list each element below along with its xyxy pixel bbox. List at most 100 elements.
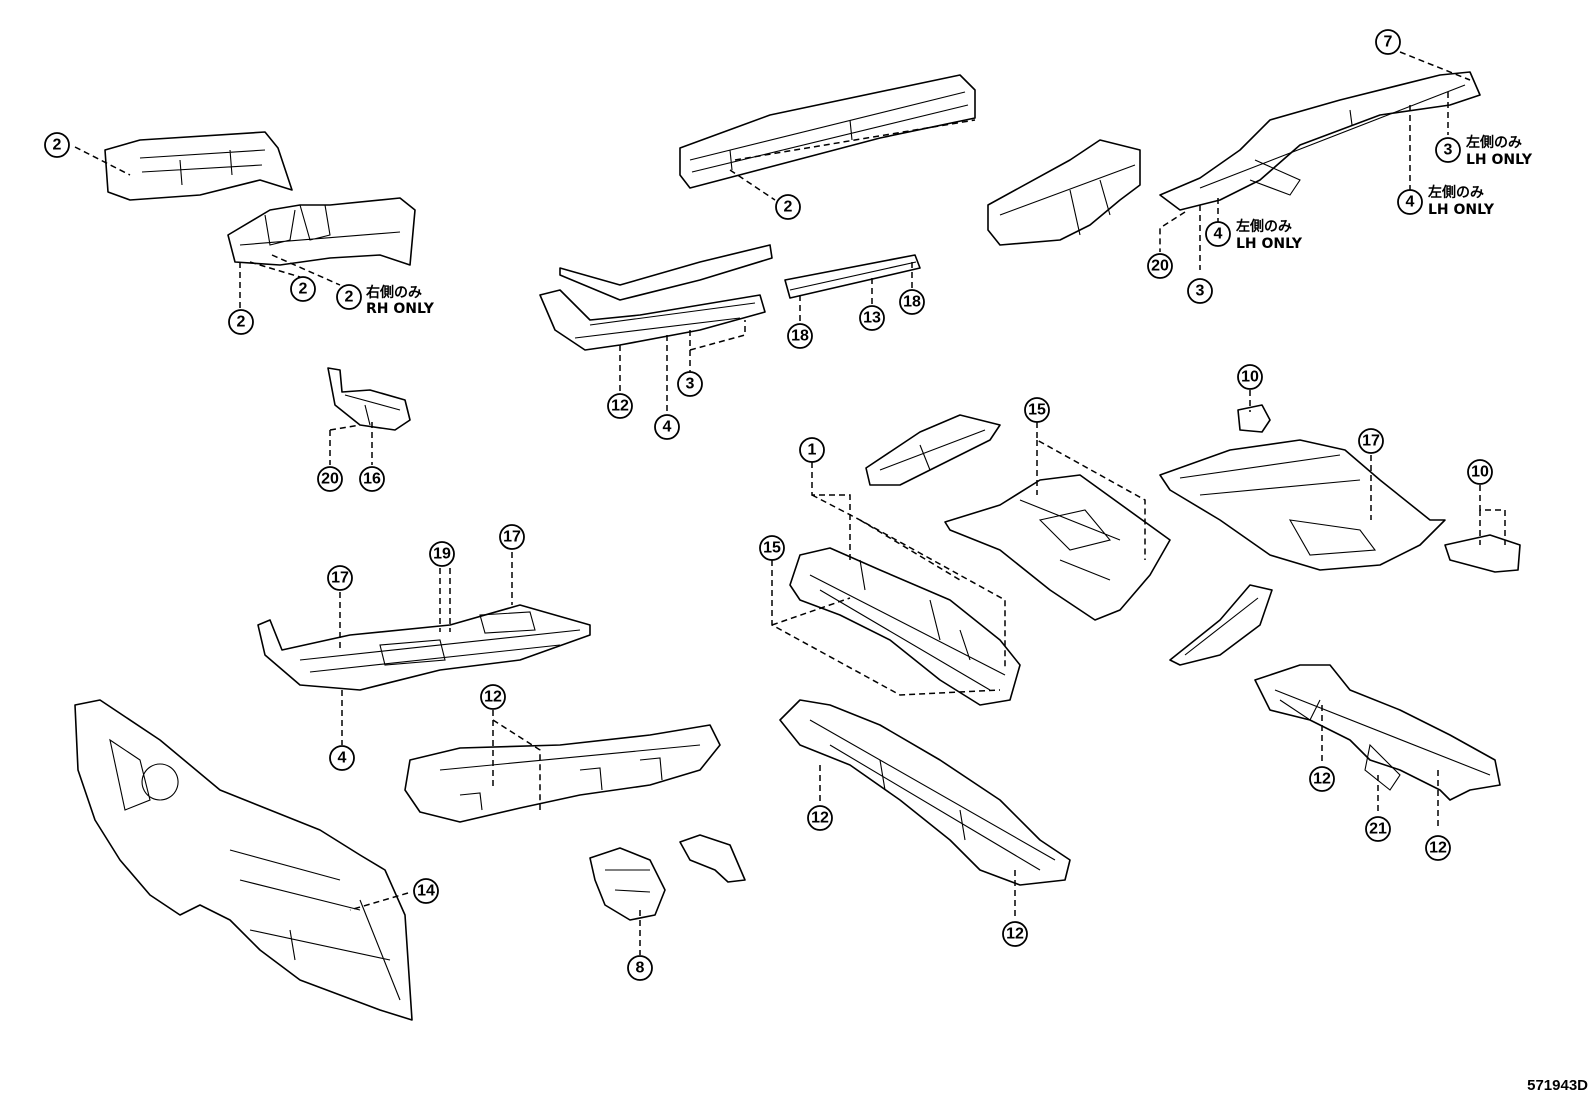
svg-text:4: 4 — [1406, 194, 1415, 211]
note-rh-only: 右側のみ RH ONLY — [365, 284, 435, 317]
callout-4: 4 — [329, 745, 355, 771]
diagram-code: 571943D — [1527, 1077, 1588, 1094]
svg-text:左側のみ: 左側のみ — [1465, 134, 1522, 151]
svg-text:3: 3 — [1196, 283, 1205, 300]
svg-text:12: 12 — [484, 689, 502, 706]
front-side-member-upper — [104, 131, 293, 201]
svg-text:LH ONLY: LH ONLY — [1466, 152, 1533, 168]
callout-2: 2 — [290, 276, 316, 302]
svg-text:3: 3 — [686, 376, 695, 393]
front-side-member-lower — [227, 197, 416, 266]
svg-text:2: 2 — [237, 314, 246, 331]
callout-20: 20 — [1147, 253, 1173, 279]
callout-3: 3 — [1435, 137, 1461, 163]
callout-12: 12 — [1002, 921, 1028, 947]
callout-17: 17 — [327, 565, 353, 591]
callout-4: 4 — [654, 414, 680, 440]
svg-text:2: 2 — [345, 289, 354, 306]
front-floor-brace — [865, 414, 1001, 486]
note-lh-only-4-top: 左側のみ LH ONLY — [1427, 184, 1495, 218]
svg-text:4: 4 — [663, 419, 672, 436]
callout-7: 7 — [1375, 29, 1401, 55]
svg-text:1: 1 — [808, 442, 817, 459]
callout-12: 12 — [807, 805, 833, 831]
rear-floor-pan — [944, 474, 1171, 621]
svg-text:16: 16 — [363, 471, 381, 488]
svg-text:15: 15 — [1028, 402, 1046, 419]
callout-1: 1 — [799, 437, 825, 463]
svg-text:15: 15 — [763, 540, 781, 557]
svg-text:18: 18 — [903, 294, 921, 311]
svg-text:12: 12 — [811, 810, 829, 827]
svg-text:13: 13 — [863, 310, 881, 327]
svg-text:2: 2 — [299, 281, 308, 298]
callout-4: 4 — [1205, 221, 1231, 247]
callout-2: 2 — [775, 194, 801, 220]
callout-16: 16 — [359, 466, 385, 492]
svg-text:2: 2 — [53, 137, 62, 154]
svg-text:20: 20 — [321, 471, 339, 488]
callout-15: 15 — [1024, 397, 1050, 423]
callout-10: 10 — [1237, 364, 1263, 390]
rear-floor-side-member-front — [987, 139, 1141, 246]
callout-4: 4 — [1397, 189, 1423, 215]
callout-17: 17 — [499, 524, 525, 550]
leader-lines — [74, 51, 1506, 955]
rear-floor-crossmember — [1254, 664, 1501, 801]
callout-15: 15 — [759, 535, 785, 561]
front-floor-panel — [257, 604, 591, 691]
svg-text:12: 12 — [1006, 926, 1024, 943]
callout-18: 18 — [787, 323, 813, 349]
svg-text:左側のみ: 左側のみ — [1235, 218, 1292, 235]
svg-text:右側のみ: 右側のみ — [365, 284, 422, 301]
bracket-8 — [589, 834, 746, 921]
svg-text:12: 12 — [1313, 771, 1331, 788]
callout-3: 3 — [677, 371, 703, 397]
callout-2: 2 — [44, 132, 70, 158]
svg-text:8: 8 — [636, 960, 645, 977]
svg-text:20: 20 — [1151, 258, 1169, 275]
svg-text:4: 4 — [338, 750, 347, 767]
note-lh-only-3-top: 左側のみ LH ONLY — [1465, 134, 1533, 168]
note-lh-only-4-mid: 左側のみ LH ONLY — [1235, 218, 1303, 252]
callout-12: 12 — [1309, 766, 1335, 792]
svg-text:14: 14 — [417, 883, 435, 900]
bracket-10-top — [1237, 404, 1271, 433]
svg-text:18: 18 — [791, 328, 809, 345]
callout-14: 14 — [413, 878, 439, 904]
callout-19: 19 — [429, 541, 455, 567]
floor-side-sill — [539, 244, 773, 351]
callout-2: 2 — [336, 284, 362, 310]
callout-21: 21 — [1365, 816, 1391, 842]
svg-text:21: 21 — [1369, 821, 1387, 838]
callout-12: 12 — [607, 393, 633, 419]
svg-text:10: 10 — [1241, 369, 1259, 386]
svg-text:19: 19 — [433, 546, 451, 563]
callout-12: 12 — [1425, 835, 1451, 861]
svg-text:3: 3 — [1444, 142, 1453, 159]
svg-text:17: 17 — [1362, 433, 1380, 450]
callout-10: 10 — [1467, 459, 1493, 485]
callout-20: 20 — [317, 466, 343, 492]
callout-18: 18 — [899, 289, 925, 315]
callout-3: 3 — [1187, 278, 1213, 304]
callout-12: 12 — [480, 684, 506, 710]
svg-text:4: 4 — [1214, 226, 1223, 243]
callout-8: 8 — [627, 955, 653, 981]
svg-text:RH ONLY: RH ONLY — [366, 301, 435, 317]
rear-floor-pan-rear — [1159, 439, 1446, 571]
svg-text:12: 12 — [1429, 840, 1447, 857]
svg-text:10: 10 — [1471, 464, 1489, 481]
callout-13: 13 — [859, 305, 885, 331]
rocker-panel-inner — [679, 74, 976, 189]
dash-panel — [74, 699, 413, 1021]
svg-text:12: 12 — [611, 398, 629, 415]
front-floor-center — [789, 547, 1021, 706]
svg-text:17: 17 — [331, 570, 349, 587]
svg-text:左側のみ: 左側のみ — [1427, 184, 1484, 201]
callout-17: 17 — [1358, 428, 1384, 454]
svg-text:LH ONLY: LH ONLY — [1428, 202, 1495, 218]
svg-text:17: 17 — [503, 529, 521, 546]
floor-crossmember-small — [784, 254, 921, 299]
